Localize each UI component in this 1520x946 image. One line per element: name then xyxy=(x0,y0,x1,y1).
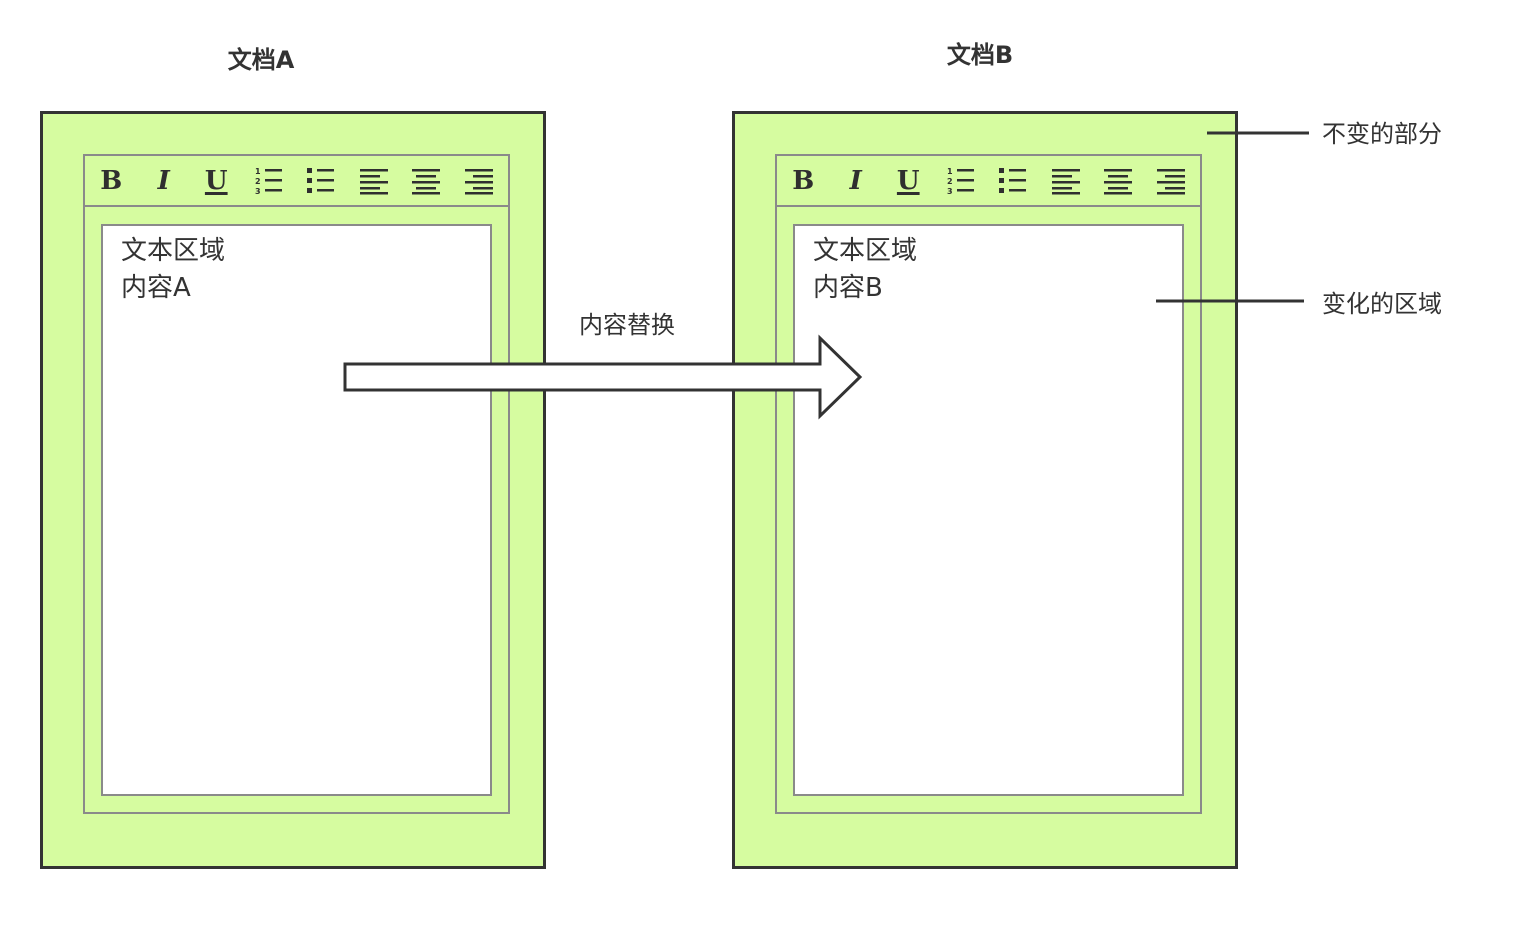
document-b-title: 文档B xyxy=(946,41,1014,69)
italic-label: I xyxy=(157,165,170,196)
bold-label: B xyxy=(100,165,123,196)
align-left-icon[interactable] xyxy=(348,156,401,205)
changed-annotation: 变化的区域 xyxy=(1322,290,1442,318)
editor-frame: B I U 1 2 3 xyxy=(775,154,1202,814)
bullet-list-icon[interactable] xyxy=(987,156,1040,205)
align-center-icon[interactable] xyxy=(1092,156,1145,205)
text-area[interactable]: 文本区域 内容A xyxy=(101,224,492,796)
text-area-line-2: 内容A xyxy=(121,273,191,303)
svg-text:1: 1 xyxy=(255,167,261,176)
text-area[interactable]: 文本区域 内容B xyxy=(793,224,1184,796)
underline-label: U xyxy=(204,165,228,196)
underline-icon[interactable]: U xyxy=(190,156,243,205)
formatting-toolbar: B I U 1 2 3 xyxy=(777,156,1200,207)
bold-icon[interactable]: B xyxy=(777,156,830,205)
align-right-icon[interactable] xyxy=(1145,156,1198,205)
italic-icon[interactable]: I xyxy=(830,156,883,205)
svg-text:3: 3 xyxy=(947,187,953,196)
editor-frame: B I U 1 2 3 xyxy=(83,154,510,814)
formatting-toolbar: B I U 1 2 3 xyxy=(85,156,508,207)
align-left-icon[interactable] xyxy=(1040,156,1093,205)
bold-label: B xyxy=(792,165,815,196)
ordered-list-icon[interactable]: 1 2 3 xyxy=(243,156,296,205)
align-right-icon[interactable] xyxy=(453,156,506,205)
underline-icon[interactable]: U xyxy=(882,156,935,205)
underline-label: U xyxy=(896,165,920,196)
document-a: B I U 1 2 3 xyxy=(40,111,546,869)
svg-text:2: 2 xyxy=(947,177,953,186)
document-a-title: 文档A xyxy=(227,46,295,74)
ordered-list-icon[interactable]: 1 2 3 xyxy=(935,156,988,205)
document-b: B I U 1 2 3 xyxy=(732,111,1238,869)
italic-label: I xyxy=(849,165,862,196)
bold-icon[interactable]: B xyxy=(85,156,138,205)
align-center-icon[interactable] xyxy=(400,156,453,205)
text-area-line-2: 内容B xyxy=(813,273,883,303)
text-area-line-1: 文本区域 xyxy=(813,236,918,266)
svg-text:1: 1 xyxy=(947,167,953,176)
replace-arrow xyxy=(343,334,863,420)
svg-text:3: 3 xyxy=(255,187,261,196)
italic-icon[interactable]: I xyxy=(138,156,191,205)
text-area-line-1: 文本区域 xyxy=(121,236,226,266)
unchanged-annotation: 不变的部分 xyxy=(1322,120,1442,148)
bullet-list-icon[interactable] xyxy=(295,156,348,205)
arrow-label: 内容替换 xyxy=(579,311,675,339)
svg-text:2: 2 xyxy=(255,177,261,186)
